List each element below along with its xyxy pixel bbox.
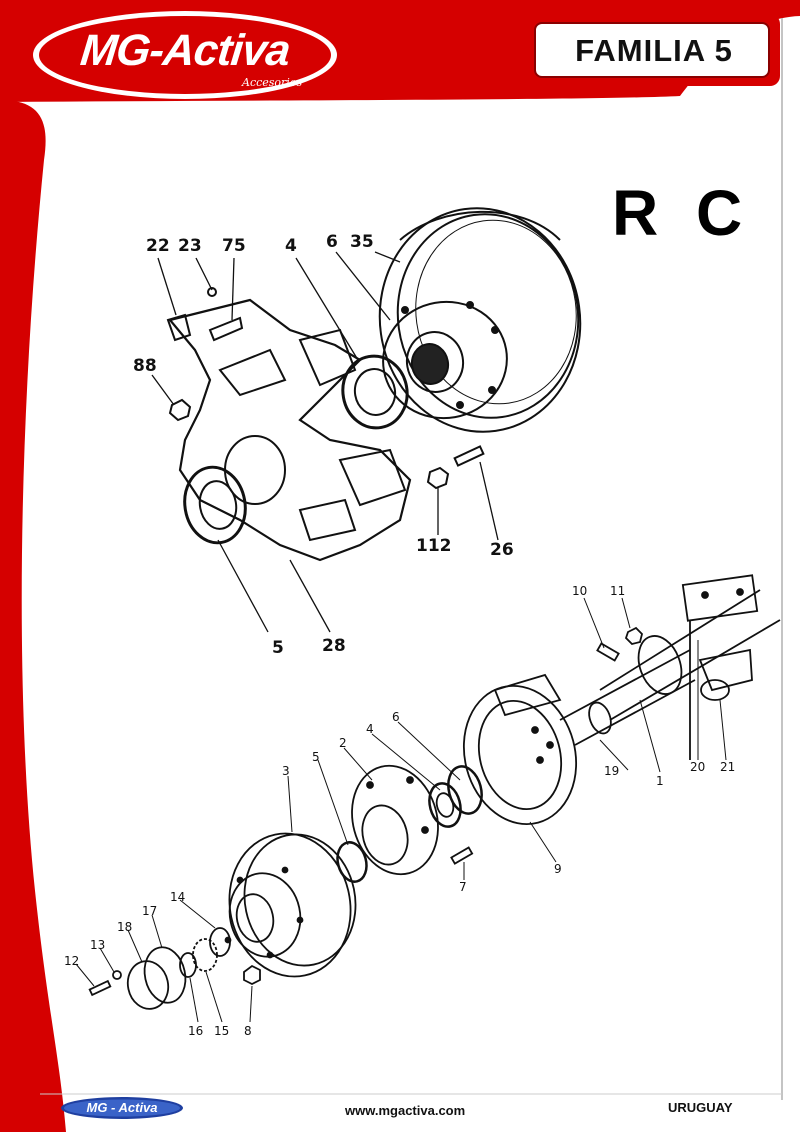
- part-label: 35: [350, 232, 374, 252]
- brand-logo: MG-Activa Accesorios: [30, 6, 340, 104]
- part-label: 112: [416, 536, 452, 556]
- part-label: 18: [117, 920, 133, 934]
- part-label: 17: [142, 904, 158, 918]
- part-label: 15: [214, 1024, 230, 1038]
- part-label: 22: [146, 236, 170, 256]
- part-label: 4: [366, 722, 374, 736]
- drum-outline: [378, 207, 582, 433]
- website-link[interactable]: www.mgactiva.com: [345, 1103, 466, 1118]
- part-label: 23: [178, 236, 202, 256]
- part-label: 26: [490, 540, 514, 560]
- family-badge: FAMILIA 5: [534, 22, 770, 78]
- part-label: 75: [222, 236, 246, 256]
- part-label: 5: [312, 750, 320, 764]
- part-label: 12: [64, 954, 80, 968]
- part-label: 6: [392, 710, 400, 724]
- country-label: URUGUAY: [668, 1100, 733, 1115]
- footer-logo-text: MG - Activa: [86, 1100, 158, 1115]
- part-label: 10: [572, 584, 588, 598]
- part-label: 4: [285, 236, 297, 256]
- family-arrow: [450, 22, 540, 78]
- part-label: 9: [554, 862, 562, 876]
- part-label: 5: [272, 638, 284, 658]
- part-label: 16: [188, 1024, 204, 1038]
- part-label: 2: [339, 736, 347, 750]
- part-label: 14: [170, 890, 186, 904]
- part-label: 13: [90, 938, 106, 952]
- part-label: 11: [610, 584, 626, 598]
- part-label: 6: [326, 232, 338, 252]
- part-label: 3: [282, 764, 290, 778]
- part-label: 28: [322, 636, 346, 656]
- footer-logo: MG - Activa: [60, 1096, 184, 1120]
- part-label: 1: [656, 774, 664, 788]
- left-red-band: [0, 100, 66, 1132]
- part-label: 88: [133, 356, 157, 376]
- part-label: 19: [604, 764, 620, 778]
- part-label: 20: [690, 760, 706, 774]
- part-label: 8: [244, 1024, 252, 1038]
- part-label: 7: [459, 880, 467, 894]
- part-label: 21: [720, 760, 736, 774]
- model-title: R C: [612, 177, 753, 249]
- family-label: FAMILIA 5: [575, 33, 733, 68]
- brand-tagline: Accesorios: [242, 76, 303, 89]
